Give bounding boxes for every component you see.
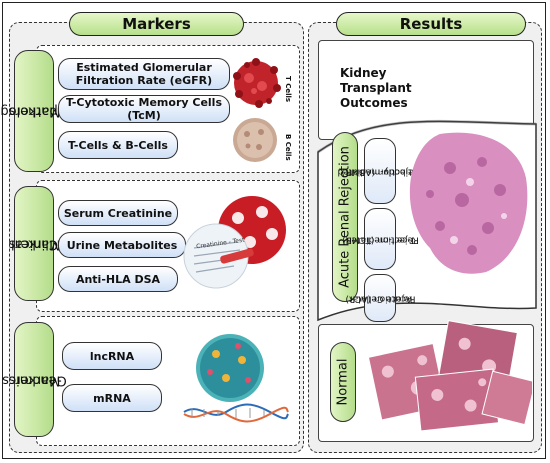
marker-egfr: Estimated Glomerular Filtration Rate (eG…	[58, 58, 230, 90]
t-cells-caption: T Cells	[284, 76, 292, 103]
clinical-label-line2: Markers	[8, 236, 60, 251]
creatinine-test-image	[183, 196, 286, 289]
marker-tcm: T-Cytotoxic Memory Cells (TcM)	[58, 95, 230, 123]
histopathological-markers-label: HistopathologicalMarkers	[0, 50, 90, 172]
marker-serum-creatinine: Serum Creatinine	[58, 200, 178, 226]
marker-mrna-text: mRNA	[93, 391, 131, 405]
marker-tb-cells: T-Cells & B-Cells	[58, 131, 178, 159]
b-cells-caption: B Cells	[284, 134, 292, 161]
genomics-label-line2: Markers	[8, 372, 60, 387]
dna-image	[183, 334, 289, 423]
acr-line2: Rejection (ACR)	[344, 293, 416, 304]
outcomes-line1: Kidney	[340, 66, 387, 80]
t-cell-image	[233, 58, 281, 108]
rejection-histology-image	[409, 132, 528, 274]
markers-header-text: Markers	[122, 15, 191, 33]
outcomes-line3: Outcomes	[340, 96, 408, 110]
histo-label-line2: Markers	[8, 103, 60, 119]
marker-egfr-text: Estimated Glomerular Filtration Rate (eG…	[75, 61, 213, 87]
marker-anti-hla-dsa: Anti-HLA DSA	[58, 266, 178, 292]
marker-urine-metabolites-text: Urine Metabolites	[66, 238, 178, 252]
marker-anti-hla-dsa-text: Anti-HLA DSA	[75, 272, 161, 286]
marker-lncrna-text: lncRNA	[89, 349, 135, 363]
marker-urine-metabolites: Urine Metabolites	[58, 232, 186, 258]
marker-serum-creatinine-text: Serum Creatinine	[63, 206, 173, 220]
marker-lncrna: lncRNA	[62, 342, 162, 370]
markers-header: Markers	[69, 12, 244, 36]
outcomes-title: Kidney Transplant Outcomes	[340, 66, 412, 111]
acute-renal-rejection-label: Acute Renal Rejection	[332, 132, 358, 302]
marker-mrna: mRNA	[62, 384, 162, 412]
normal-histology-image	[367, 320, 532, 432]
results-header-text: Results	[399, 15, 463, 33]
normal-label: Normal	[330, 342, 356, 422]
marker-tb-cells-text: T-Cells & B-Cells	[68, 138, 168, 152]
b-cell-image	[233, 118, 277, 162]
outcomes-line2: Transplant	[340, 81, 412, 95]
results-header: Results	[336, 12, 526, 36]
marker-tcm-text: T-Cytotoxic Memory Cells (TcM)	[65, 96, 222, 122]
